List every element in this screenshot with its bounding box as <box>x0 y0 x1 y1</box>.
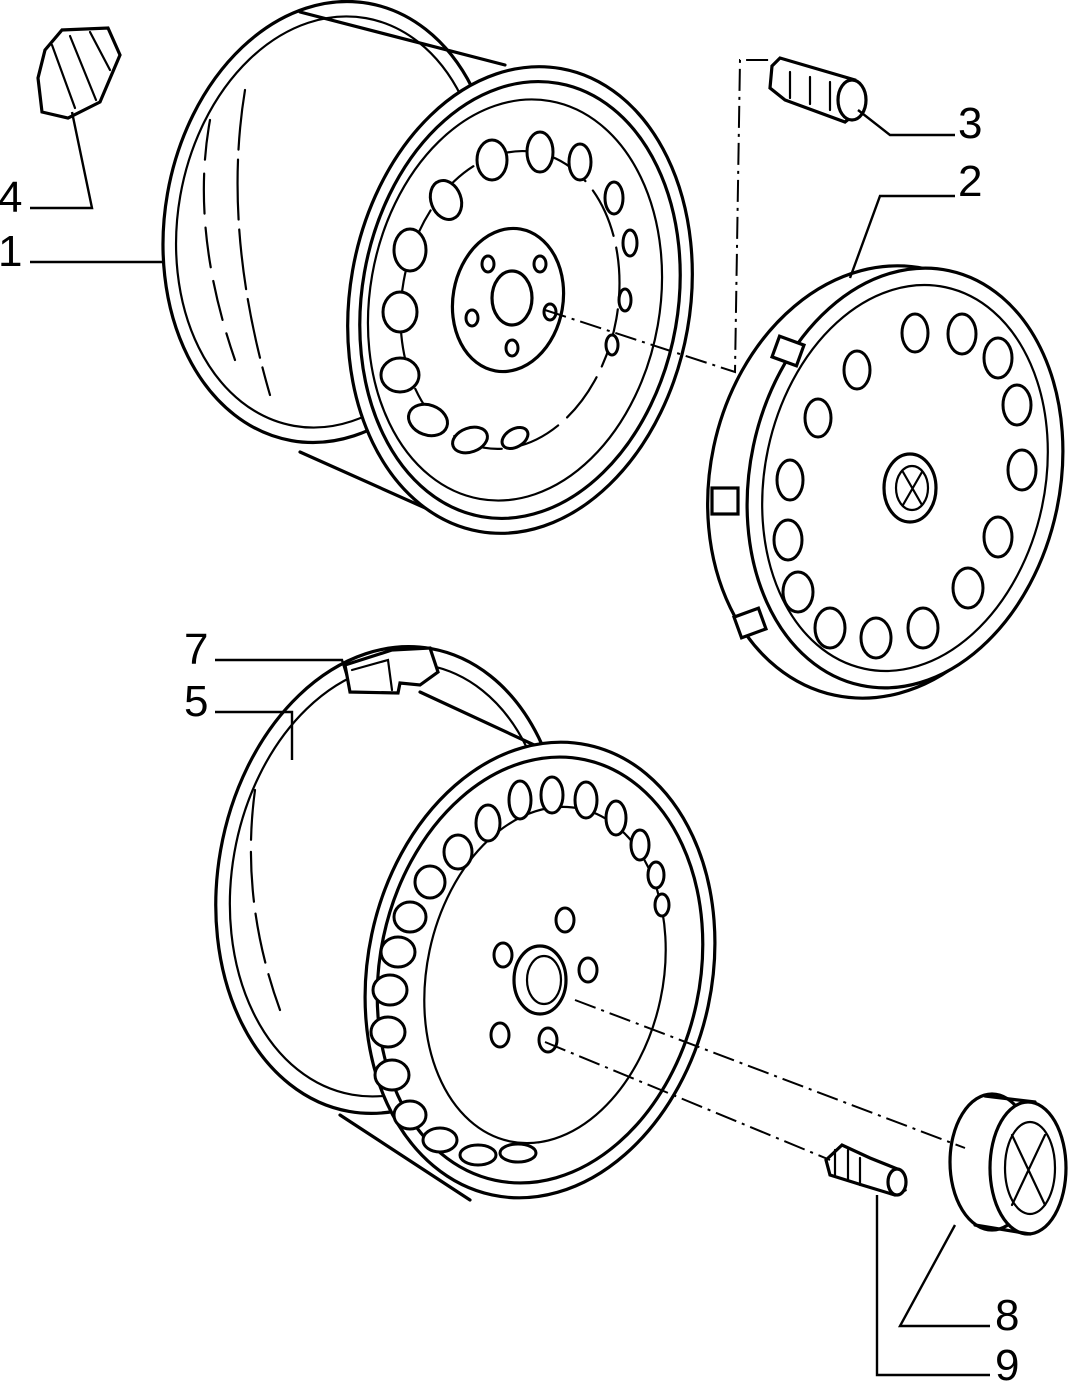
callout-labels: 4 1 3 2 7 5 8 9 <box>0 99 1019 1385</box>
callout-8: 8 <box>995 1291 1019 1340</box>
callout-9: 9 <box>995 1341 1019 1385</box>
part-1-steel-wheel <box>161 0 694 535</box>
part-5-steel-wheel <box>214 645 717 1202</box>
callout-3: 3 <box>958 99 982 148</box>
part-5-bolt-holes <box>489 906 599 1054</box>
callout-2: 2 <box>958 157 982 206</box>
part-8-center-cap <box>948 1092 1068 1236</box>
part-4-balance-weight <box>36 26 122 120</box>
part-7-valve <box>343 646 440 695</box>
leader-lines <box>30 109 990 1377</box>
assembly-axis-lines <box>544 59 966 1161</box>
callout-1: 1 <box>0 227 22 276</box>
part-2-vent-holes <box>772 312 1038 660</box>
part-2-hub-cap <box>706 264 1065 700</box>
part-3-wheel-bolt <box>768 56 868 124</box>
part-1-bolt-holes <box>464 254 558 358</box>
callout-5: 5 <box>184 677 208 726</box>
callout-4: 4 <box>0 173 22 222</box>
part-1-vent-holes <box>379 130 639 455</box>
part-9-valve-stem <box>824 1143 908 1197</box>
callout-7: 7 <box>184 625 208 674</box>
part-5-vent-holes <box>369 775 671 1167</box>
